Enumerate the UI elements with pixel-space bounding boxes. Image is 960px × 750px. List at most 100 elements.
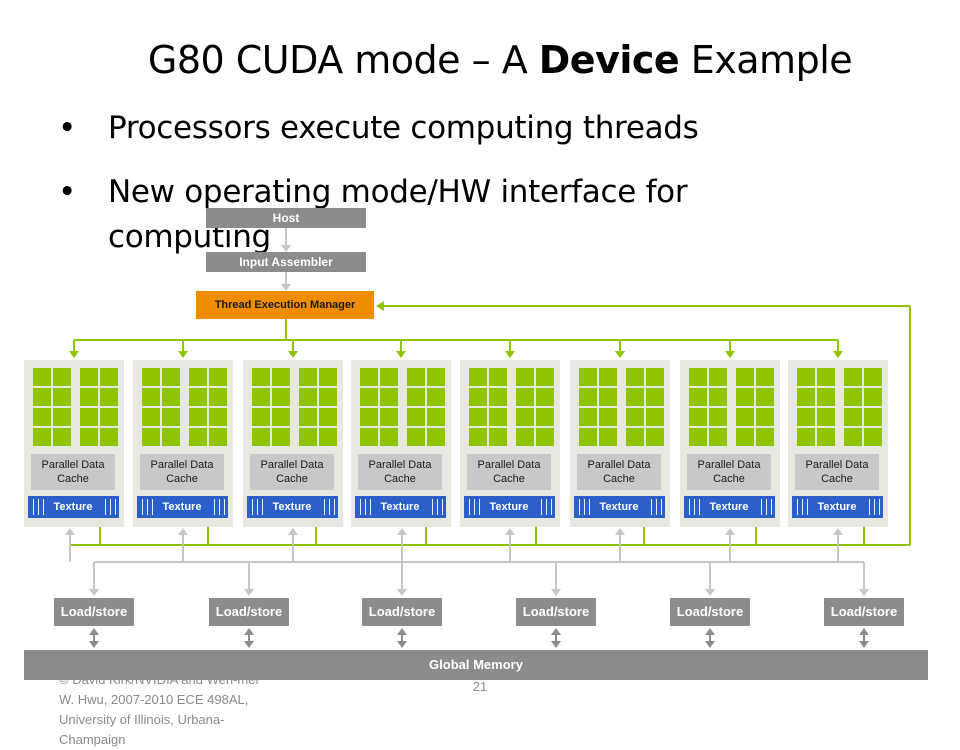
load-store-unit: Load/store: [209, 598, 289, 626]
processor-core: [80, 428, 98, 446]
texture-segment: [479, 499, 480, 515]
texture-segment: [879, 499, 880, 515]
arrow-up-icon: [705, 628, 715, 635]
parallel-data-cache: Parallel Data Cache: [358, 454, 442, 490]
texture-segment: [584, 499, 585, 515]
texture-segment: [219, 499, 220, 515]
texture-segment: [761, 499, 762, 515]
processor-core: [579, 368, 597, 386]
processor-core: [864, 388, 882, 406]
processor-core: [797, 368, 815, 386]
processor-core: [646, 388, 664, 406]
processor-core: [516, 408, 534, 426]
texture-segment: [551, 499, 552, 515]
processor-core: [162, 408, 180, 426]
texture-segment: [474, 499, 475, 515]
texture-segment: [651, 499, 652, 515]
texture-segment: [105, 499, 106, 515]
arrow-down-icon: [833, 351, 843, 358]
processor-core: [516, 368, 534, 386]
processor-core: [579, 428, 597, 446]
processor-core: [599, 428, 617, 446]
processor-core: [360, 428, 378, 446]
processor-core: [626, 388, 644, 406]
texture-label: Texture: [480, 496, 538, 518]
texture-segment: [874, 499, 875, 515]
arrow-down-icon: [615, 351, 625, 358]
texture-unit: Texture: [792, 496, 883, 518]
processor-core: [797, 408, 815, 426]
processor-core: [626, 368, 644, 386]
processor-core: [864, 368, 882, 386]
processor-core: [407, 368, 425, 386]
input-assembler-box: Input Assembler: [206, 252, 366, 272]
processor-core: [427, 408, 445, 426]
arrow-up-icon: [65, 528, 75, 535]
texture-segment: [766, 499, 767, 515]
processor-core: [516, 388, 534, 406]
processor-core: [380, 428, 398, 446]
arrow-down-icon: [244, 589, 254, 596]
processor-core: [817, 388, 835, 406]
texture-segment: [43, 499, 44, 515]
texture-segment: [699, 499, 700, 515]
processor-core: [80, 388, 98, 406]
processor-core: [844, 428, 862, 446]
texture-segment: [262, 499, 263, 515]
texture-segment: [694, 499, 695, 515]
processor-core: [33, 368, 51, 386]
processor-core: [797, 428, 815, 446]
processor-core: [709, 408, 727, 426]
processor-core: [380, 408, 398, 426]
texture-label: Texture: [590, 496, 648, 518]
texture-segment: [142, 499, 143, 515]
texture-segment: [214, 499, 215, 515]
texture-segment: [869, 499, 870, 515]
bullet-text: New operating mode/HW interface for: [108, 174, 688, 210]
processor-core: [299, 408, 317, 426]
parallel-data-cache: Parallel Data Cache: [467, 454, 551, 490]
processor-core: [299, 388, 317, 406]
processor-core: [272, 368, 290, 386]
processor-core: [844, 408, 862, 426]
processor-core: [162, 368, 180, 386]
texture-segment: [252, 499, 253, 515]
processor-core: [209, 408, 227, 426]
processor-core: [427, 368, 445, 386]
texture-segment: [689, 499, 690, 515]
processor-core: [646, 368, 664, 386]
slide-footer: © David Kirk/NVIDIA and Wen-mei W. Hwu, …: [59, 672, 259, 747]
processor-core: [142, 428, 160, 446]
parallel-data-cache: Parallel Data Cache: [31, 454, 115, 490]
processor-core: [33, 388, 51, 406]
texture-segment: [656, 499, 657, 515]
processor-core: [489, 408, 507, 426]
arrow-down-icon: [69, 351, 79, 358]
processor-core: [689, 368, 707, 386]
processor-core: [646, 428, 664, 446]
processor-core: [469, 428, 487, 446]
arrow-down-icon: [244, 641, 254, 648]
arrow-up-icon: [178, 528, 188, 535]
processor-core: [709, 428, 727, 446]
processor-core: [319, 408, 337, 426]
processor-core: [516, 428, 534, 446]
arrow-down-icon: [288, 351, 298, 358]
processor-core: [756, 428, 774, 446]
arrow-down-icon: [178, 351, 188, 358]
processor-core: [599, 408, 617, 426]
load-store-unit: Load/store: [54, 598, 134, 626]
processor-core: [756, 388, 774, 406]
bullet-dot-icon: •: [58, 110, 76, 146]
texture-segment: [334, 499, 335, 515]
load-store-unit: Load/store: [516, 598, 596, 626]
arrow-up-icon: [833, 528, 843, 535]
processor-core: [427, 428, 445, 446]
load-store-unit: Load/store: [670, 598, 750, 626]
host-box: Host: [206, 208, 366, 228]
processor-core: [319, 368, 337, 386]
arrow-down-icon: [281, 284, 291, 291]
processor-core: [626, 428, 644, 446]
